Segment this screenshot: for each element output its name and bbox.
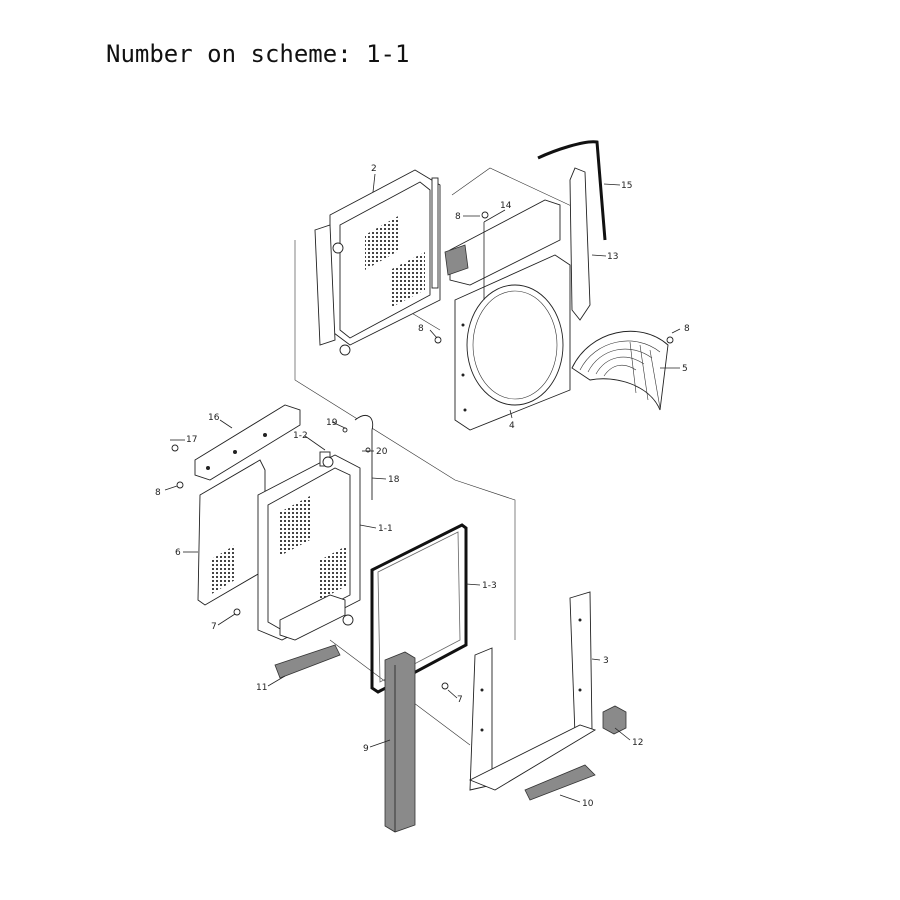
part-1-1-radiator: [257, 451, 361, 641]
callout-10: 10: [582, 799, 594, 809]
callout-15: 15: [621, 181, 632, 191]
part-5-fan-guard: [571, 330, 669, 411]
callout-18: 18: [388, 475, 400, 485]
part-1-3-seal-frame: [370, 523, 468, 694]
callout-5: 5: [682, 364, 688, 374]
callout-13: 13: [607, 252, 618, 262]
callout-leaders: [164, 173, 681, 803]
page-title: Number on scheme: 1-1: [106, 40, 410, 68]
callout-6: 6: [175, 548, 181, 558]
callout-3: 3: [603, 656, 609, 666]
callout-4: 4: [509, 421, 515, 431]
callout-7: 7: [457, 695, 463, 705]
callout-labels: 2 14 8 15 13 8 8 5 4 16 17 19 1-2 20 18 …: [155, 164, 690, 809]
callout-8: 8: [418, 324, 424, 334]
part-6-side-plate: [197, 459, 266, 606]
callout-1-3: 1-3: [482, 581, 497, 591]
bolts: [171, 211, 674, 690]
part-12-block: [602, 705, 627, 735]
callout-8: 8: [155, 488, 161, 498]
part-15-hose: [537, 140, 607, 241]
callout-1-2: 1-2: [293, 431, 308, 441]
callout-2: 2: [371, 164, 377, 174]
part-14-bracket: [444, 199, 561, 300]
callout-1-1: 1-1: [378, 524, 393, 534]
part-11-pad: [274, 644, 341, 679]
callout-17: 17: [186, 435, 197, 445]
callout-9: 9: [363, 744, 369, 754]
callout-16: 16: [208, 413, 220, 423]
callout-12: 12: [632, 738, 643, 748]
callout-8: 8: [684, 324, 690, 334]
part-10-pad: [524, 764, 596, 801]
callout-20: 20: [376, 447, 388, 457]
part-2-upper-cooler: [314, 169, 441, 356]
part-13-side-strip: [569, 167, 591, 321]
part-18-tube: [354, 415, 374, 500]
part-3-support-frame: [468, 591, 597, 791]
callout-7: 7: [211, 622, 217, 632]
part-9-pillar-pad: [384, 651, 416, 833]
callout-11: 11: [256, 683, 267, 693]
callout-8: 8: [455, 212, 461, 222]
callout-19: 19: [326, 418, 338, 428]
callout-14: 14: [500, 201, 512, 211]
part-4-fan-shroud: [454, 254, 571, 431]
part-16-top-bracket: [194, 404, 301, 481]
